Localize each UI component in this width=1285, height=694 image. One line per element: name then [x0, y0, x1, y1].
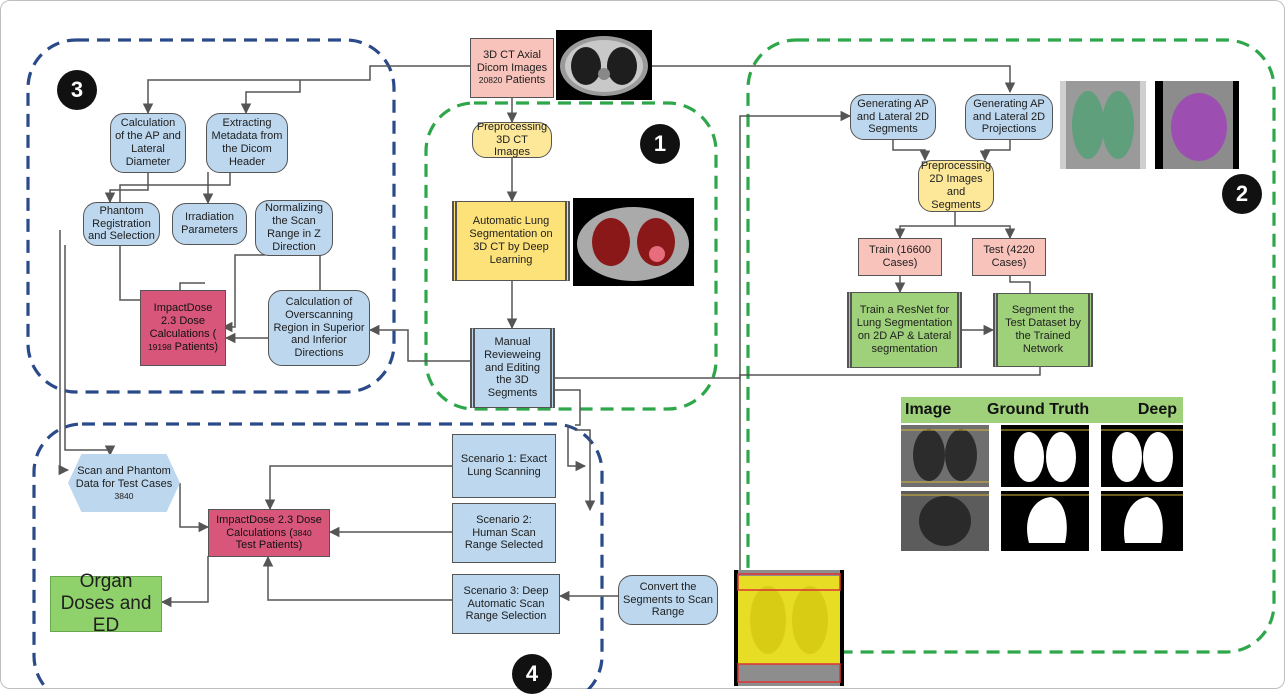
overscan-node: Calculation of Overscanning Region in Su…: [268, 290, 370, 366]
region-2-outline: [746, 38, 1276, 654]
scan-phantom-count: 3840: [114, 490, 134, 501]
gen-segments-node: Generating AP and Lateral 2D Segments: [850, 94, 936, 140]
train-resnet-node: Train a ResNet for Lung Segmentation on …: [847, 292, 962, 368]
result-ap-deep: [1101, 425, 1183, 487]
region-1-outline: [424, 101, 718, 411]
impactdose-top-count: 19198: [147, 341, 172, 352]
scenario2-node: Scenario 2: Human Scan Range Selected: [452, 503, 556, 563]
ct-input-count: 20820: [478, 75, 503, 86]
preprocess-3d-node: Preprocessing 3D CT Images: [472, 121, 552, 158]
irradiation-node: Irradiation Parameters: [172, 203, 247, 245]
ct-input-line2: Dicom Images: [476, 61, 548, 74]
calc-diameter-node: Calculation of the AP and Lateral Diamet…: [110, 113, 186, 173]
impactdose-top-line1: ImpactDose 2.3 Dose Calculations (: [149, 302, 217, 340]
phantom-registration-node: Phantom Registration and Selection: [83, 202, 160, 246]
result-ap-image: [901, 425, 989, 487]
segment-test-node: Segment the Test Dataset by the Trained …: [993, 293, 1093, 367]
results-col-deep: Deep: [1137, 401, 1177, 418]
result-ap-ground-truth: [1001, 425, 1089, 487]
ct-input-line1: 3D CT Axial: [483, 48, 541, 61]
impactdose-bottom-count: 3840: [292, 527, 312, 538]
gen-projections-node: Generating AP and Lateral 2D Projections: [965, 94, 1053, 140]
convert-segments-node: Convert the Segments to Scan Range: [618, 575, 718, 625]
impactdose-bottom-line1: ImpactDose 2.3 Dose Calculations (: [216, 513, 322, 539]
ct-input-line3: Patients: [505, 74, 546, 87]
region-2-badge: 2: [1222, 174, 1262, 214]
result-lateral-ground-truth: [1001, 491, 1089, 551]
scan-range-overlay-icon: [734, 570, 844, 686]
impactdose-top-line2: Patients): [174, 340, 219, 353]
train-set-node: Train (16600 Cases): [858, 238, 942, 276]
test-set-node: Test (4220 Cases): [972, 238, 1046, 276]
auto-seg-node: Automatic Lung Segmentation on 3D CT by …: [452, 201, 570, 281]
extract-metadata-node: Extracting Metadata from the Dicom Heade…: [206, 113, 288, 173]
manual-review-node: Manual Revieweing and Editing the 3D Seg…: [470, 328, 555, 408]
results-table-header: Image Ground Truth Deep: [901, 397, 1183, 423]
scenario1-node: Scenario 1: Exact Lung Scanning: [452, 434, 556, 498]
ct-axial-slice-icon: [556, 30, 652, 100]
impactdose-bottom-node: ImpactDose 2.3 Dose Calculations (3840 T…: [208, 509, 330, 557]
impactdose-bottom-line2: Test Patients): [235, 539, 303, 552]
region-3-outline: [26, 38, 396, 394]
preprocess-2d-node: Preprocessing 2D Images and Segments: [918, 160, 994, 212]
result-lateral-deep: [1101, 491, 1183, 551]
ct-input-node: 3D CT Axial Dicom Images 20820 Patients: [470, 38, 554, 98]
region-3-badge: 3: [57, 70, 97, 110]
results-col-image: Image: [905, 401, 952, 418]
impactdose-top-node: ImpactDose 2.3 Dose Calculations ( 19198…: [140, 290, 226, 366]
scan-phantom-node: Scan and Phantom Data for Test Cases 384…: [68, 454, 180, 512]
scan-phantom-line1: Scan and Phantom Data for Test Cases: [75, 465, 173, 490]
region-4-outline: [32, 422, 604, 689]
region-1-badge: 1: [640, 124, 680, 164]
lung-segmentation-overlay-icon: [573, 198, 694, 286]
ap-projection-icon: [1060, 81, 1146, 169]
normalize-scan-node: Normalizing the Scan Range in Z Directio…: [255, 200, 333, 256]
region-4-badge: 4: [512, 654, 552, 694]
organ-doses-node: Organ Doses and ED: [50, 571, 162, 636]
scenario3-node: Scenario 3: Deep Automatic Scan Range Se…: [452, 574, 560, 634]
lateral-projection-icon: [1155, 81, 1239, 169]
results-col-ground-truth: Ground Truth: [987, 401, 1090, 418]
result-lateral-image: [901, 491, 989, 551]
